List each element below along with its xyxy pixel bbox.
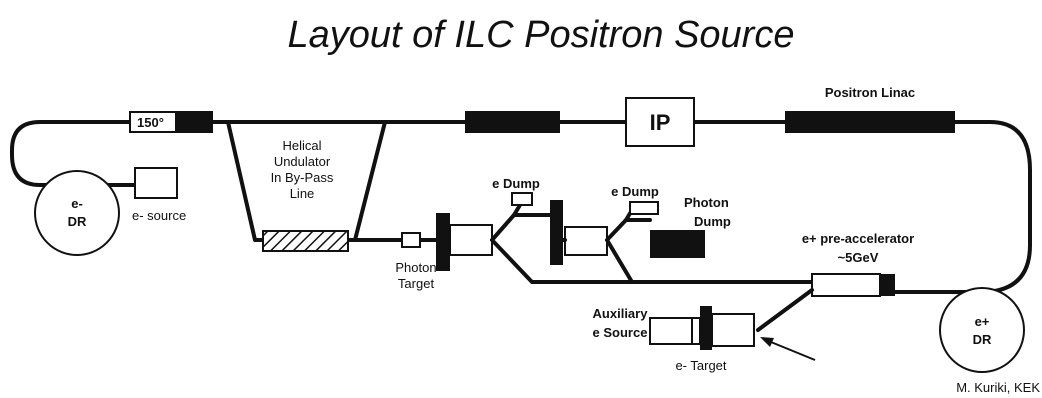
pre-acc-label-2: ~5GeV [838,250,879,265]
aux-source-connector [691,317,701,345]
target-wheel-2 [550,200,563,265]
positron-return-loop [893,120,1032,294]
undulator-label-3: In By-Pass [271,170,334,185]
e-target-label: e- Target [675,358,726,373]
electron-transport-line [10,120,137,187]
undulator-label-2: Undulator [274,154,331,169]
e-dump-1-line [512,203,522,217]
electron-damping-ring [34,170,120,256]
e-dump-1-label: e Dump [492,176,540,191]
aux-label-2: e Source [593,325,648,340]
photon-target-label-2: Target [398,276,435,291]
aux-capture-section [711,313,755,347]
positron-linac-label: Positron Linac [825,85,915,100]
target-wheel-1 [436,213,450,271]
aux-source-line [756,288,814,332]
aux-source-box [649,317,693,345]
electron-source-label: e- source [132,208,186,223]
ip-label: IP [650,110,671,135]
positron-dr-label-2: DR [973,332,992,347]
capture-section-2 [564,226,608,256]
pre-accelerator-end [880,274,895,296]
photon-target-box [401,232,421,248]
electron-dr-label-1: e- [71,196,83,211]
capture-section-1 [449,224,493,256]
aux-label-1: Auxiliary [593,306,649,321]
bend-150-label: 150° [137,115,164,130]
pre-acc-label-1: e+ pre-accelerator [802,231,914,246]
photon-dump-label-2: Dump [694,214,731,229]
e-dump-2-label: e Dump [611,184,659,199]
photon-target-label-1: Photon [395,260,436,275]
positron-damping-ring [939,287,1025,373]
photon-dump [650,230,705,258]
e-target-wheel [700,306,712,350]
e-dump-1-box [511,192,533,206]
diagram-title: Layout of ILC Positron Source [288,14,795,56]
arrow-head [760,337,774,347]
ip-box [625,97,695,147]
positron-dr-label-1: e+ [975,314,990,329]
electron-dr-label-2: DR [68,214,87,229]
undulator-label-1: Helical [282,138,321,153]
e-dump-2-box [629,201,659,215]
photon-dump-label-1: Photon [684,195,729,210]
electron-source-box [134,167,178,199]
credit-label: M. Kuriki, KEK [956,380,1040,395]
helical-undulator [262,230,349,252]
chicane-2 [605,218,652,284]
arrow-line [765,339,816,361]
positron-linac [785,111,955,133]
bend-150-magnet [175,112,212,132]
chicane-1 [490,213,782,284]
pre-accelerator [811,273,881,297]
undulator-label-4: Line [290,186,315,201]
linac-block-top [465,111,560,133]
